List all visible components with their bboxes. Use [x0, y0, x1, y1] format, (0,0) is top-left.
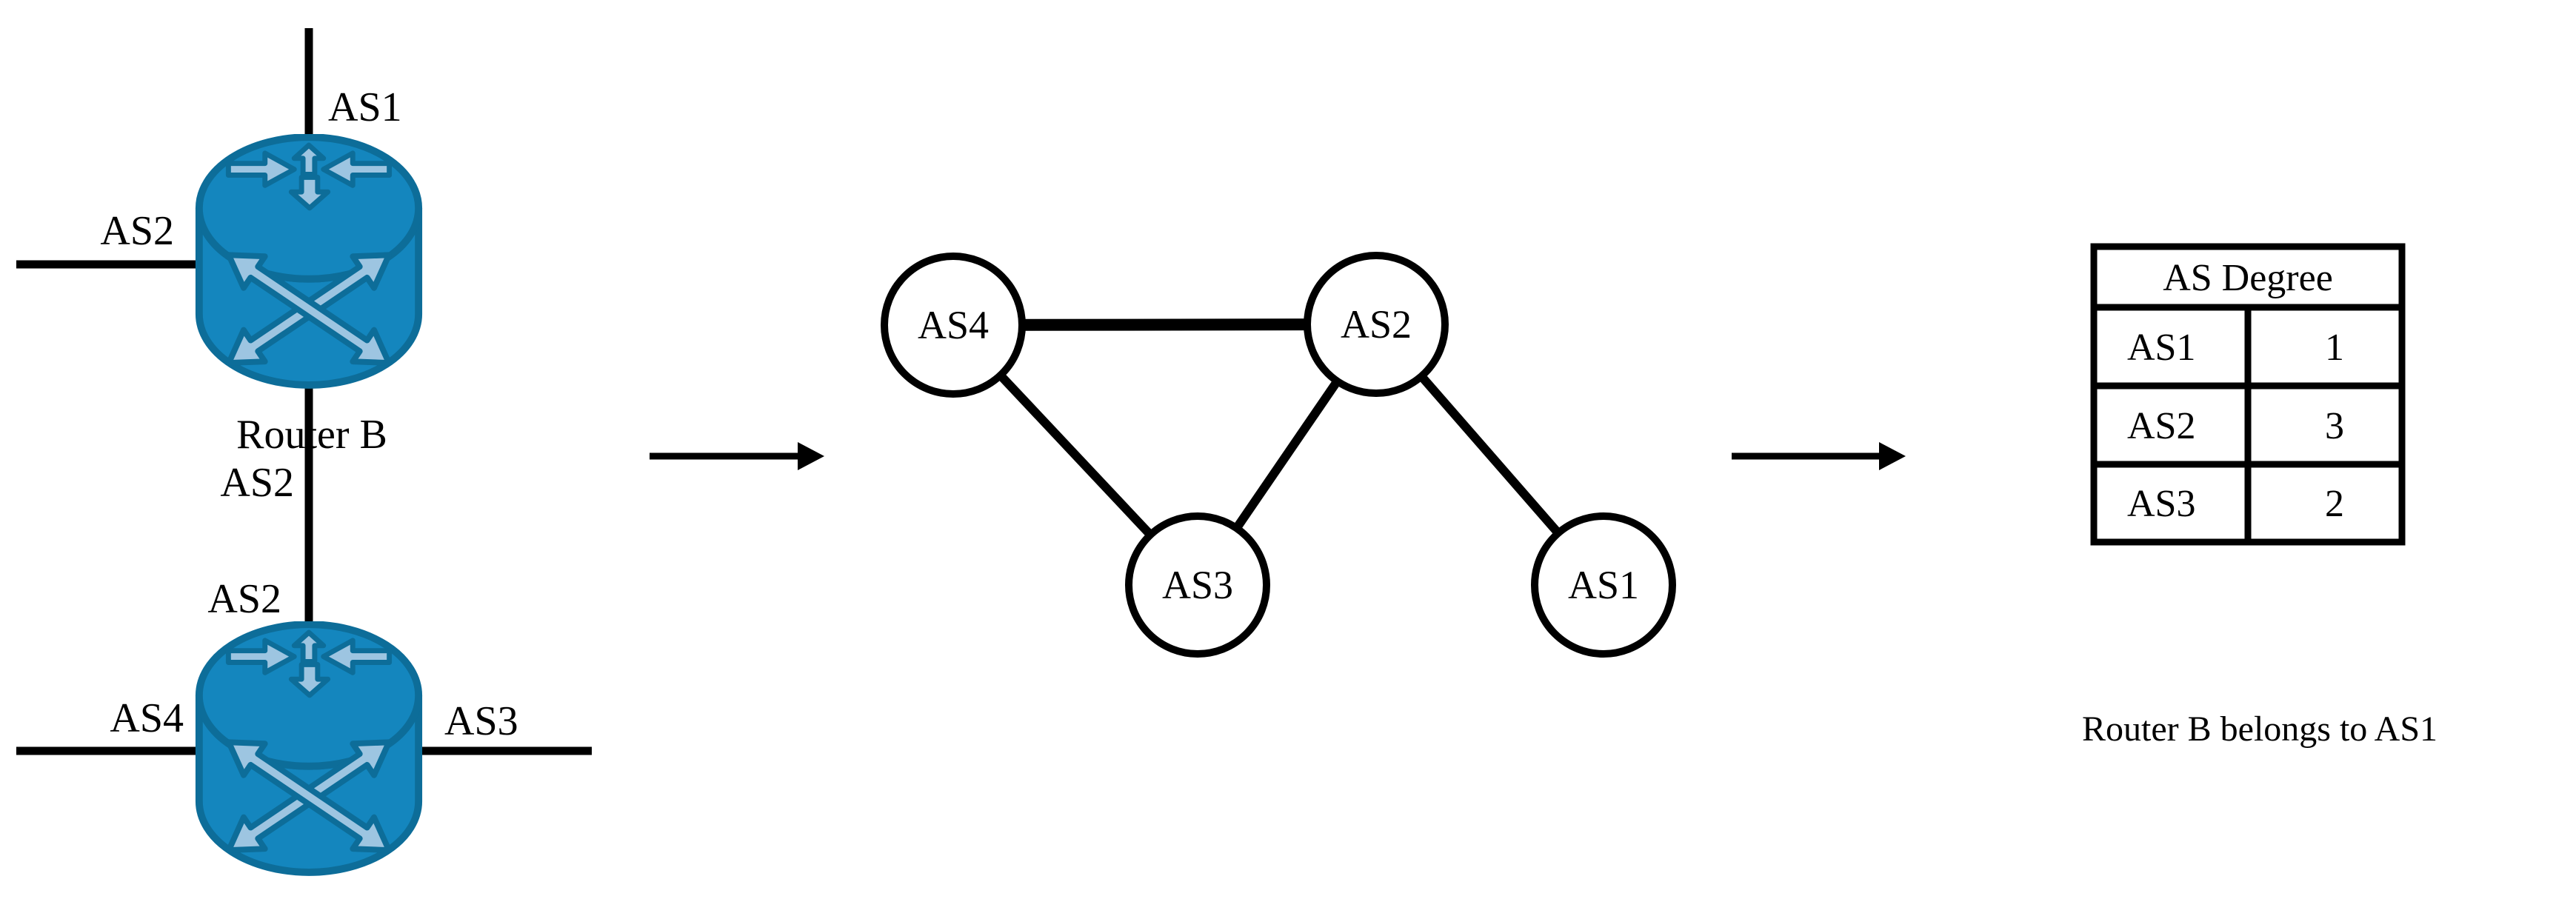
table-row-degree: 1 — [2325, 327, 2344, 369]
node-as3-circle — [1125, 512, 1270, 658]
table-row-as: AS1 — [2127, 327, 2195, 369]
figure-caption: Router B belongs to AS1 — [2082, 709, 2437, 749]
table-row-degree: 3 — [2325, 405, 2344, 447]
flow-arrow-1 — [650, 442, 824, 470]
link-label-as3: AS3 — [444, 698, 518, 744]
node-as4-circle — [881, 253, 1026, 398]
flow-arrow-2 — [1732, 442, 1906, 470]
node-as1-circle — [1531, 512, 1676, 658]
router-name-label: Router B — [236, 412, 387, 458]
flow-arrow-head-icon — [798, 442, 824, 470]
node-as1-label: AS1 — [1568, 563, 1639, 607]
router-icon-top — [199, 137, 418, 385]
node-as3-label: AS3 — [1162, 563, 1233, 607]
node-as2-label: AS2 — [1341, 302, 1412, 347]
table-row-degree: 2 — [2325, 483, 2344, 525]
as-graph: AS4 AS2 AS3 AS1 — [881, 252, 1676, 658]
flow-arrow-head-icon — [1879, 442, 1906, 470]
degree-table: AS Degree AS1 1 AS2 3 AS3 2 — [2090, 243, 2406, 546]
table-row-as: AS2 — [2127, 405, 2195, 447]
table-title: AS Degree — [2163, 257, 2333, 299]
link-label-as4: AS4 — [110, 695, 184, 741]
router-section: AS1 AS2 Router B AS2 AS2 AS4 AS3 — [16, 28, 592, 872]
router-icon-bottom — [199, 624, 418, 872]
table-row-as: AS3 — [2127, 483, 2195, 525]
node-as4-label: AS4 — [918, 303, 989, 347]
link-label-as2-mid-upper: AS2 — [220, 460, 294, 506]
link-label-as2-top-left: AS2 — [100, 208, 174, 254]
link-label-as1: AS1 — [328, 84, 402, 130]
node-as2-circle — [1304, 252, 1449, 397]
link-label-as2-mid-lower: AS2 — [207, 576, 281, 622]
